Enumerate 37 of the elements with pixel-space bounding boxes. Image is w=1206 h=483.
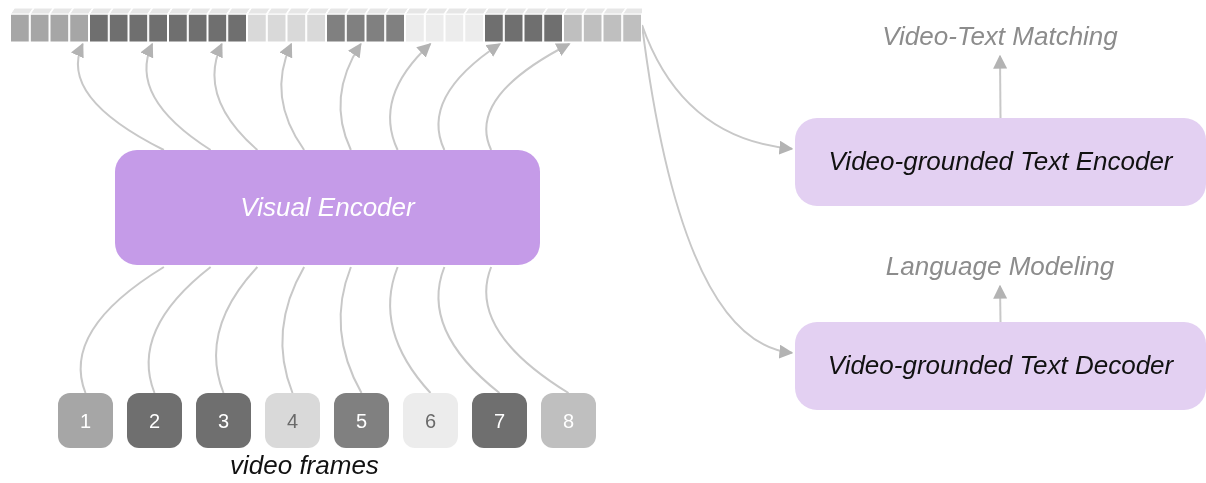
arrow [141,42,212,151]
frame-number: 2 [148,408,161,434]
frame-box [541,393,596,448]
arrow [339,42,362,151]
frame-box [334,393,389,448]
frame-box [127,393,182,448]
frame-box [265,393,320,448]
box-label: Visual Encoder [240,190,415,224]
group-caption: video frames [230,450,379,481]
arrow [71,42,165,151]
arrow [993,54,1008,119]
box-label: Video-grounded Text Encoder [828,145,1173,179]
frame-box [472,393,527,448]
frame-number: 6 [424,408,437,434]
arrow [993,284,1008,323]
decoder-box [795,322,1206,410]
arrow [641,24,794,155]
frame-number: 7 [493,408,506,434]
arrow [437,43,501,151]
frame-number: 8 [562,408,575,434]
arrow [485,43,571,151]
encoder-box [115,150,540,265]
frame-box [58,393,113,448]
task-label: Video-Text Matching [850,18,1150,54]
frame-number: 1 [79,408,92,434]
box-label: Video-grounded Text Decoder [827,349,1174,383]
frame-box [196,393,251,448]
frame-number: 3 [217,408,230,434]
frame-box [403,393,458,448]
arrow [279,42,306,151]
arrow [210,42,259,151]
frame-number: 4 [286,408,299,434]
token-strip [10,8,642,42]
frame-number: 5 [355,408,368,434]
encoder-box [795,118,1206,206]
arrow [389,43,432,151]
task-label: Language Modeling [850,248,1150,284]
